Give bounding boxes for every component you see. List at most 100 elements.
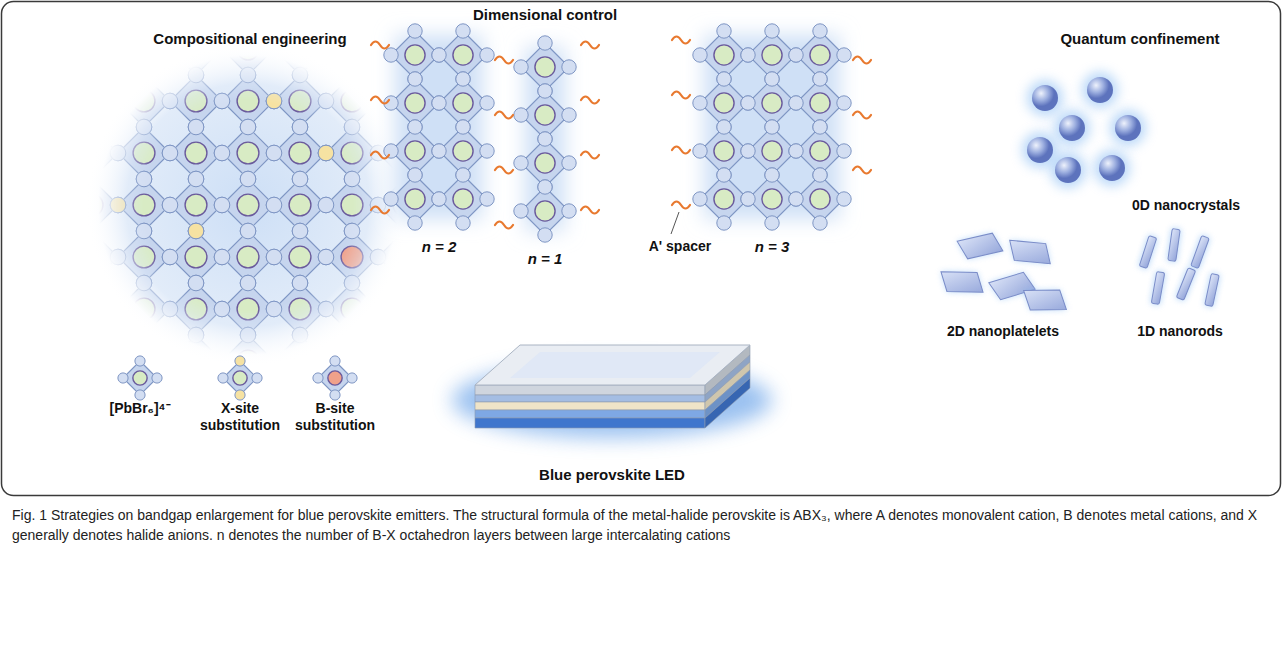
spacer-cation (581, 42, 599, 49)
nanocrystal (1027, 137, 1053, 163)
halide-ion (344, 327, 360, 343)
halide-ion (240, 171, 256, 187)
halide-ion (538, 132, 552, 146)
halide-ion (188, 327, 204, 343)
halide-ion (118, 373, 128, 383)
halide-ion (741, 48, 755, 62)
section-heading: Dimensional control (473, 6, 617, 24)
octahedron (266, 171, 334, 239)
lattice-glow (86, 43, 410, 367)
halide-ion (344, 119, 360, 135)
halide-ion (693, 144, 707, 158)
halide-ion (318, 249, 334, 265)
halide-ion (188, 223, 204, 239)
halide-ion (110, 353, 126, 369)
halide-ion (162, 301, 178, 317)
halide-ion (456, 24, 470, 38)
halide-ion (188, 119, 204, 135)
spacer-cation (371, 207, 389, 214)
octahedron (266, 327, 334, 395)
halide-ion (717, 72, 731, 86)
halide-ion (240, 119, 256, 135)
halide-ion (562, 204, 576, 218)
halide-ion (136, 15, 152, 31)
halide-ion (292, 223, 308, 239)
nanocrystal-glow (1050, 152, 1086, 188)
metal-ion (714, 141, 734, 161)
led-layer-side (705, 378, 750, 428)
metal-ion (393, 350, 415, 372)
halide-ion (432, 144, 446, 158)
halide-ion (538, 228, 552, 242)
octahedron (741, 120, 803, 182)
halide-ion (456, 168, 470, 182)
halide-ion (318, 145, 334, 161)
halide-ion (84, 223, 100, 239)
octahedron (432, 24, 494, 86)
halide-ion (717, 72, 731, 86)
halide-ion (456, 120, 470, 134)
nanocrystal (1059, 115, 1085, 141)
nanorod-body (1168, 229, 1180, 262)
halide-ion (408, 168, 422, 182)
metal-ion (341, 246, 363, 268)
halide-ion (318, 301, 334, 317)
perovskite-lattice (58, 15, 438, 395)
halide-ion (408, 168, 422, 182)
spacer-cation (371, 42, 389, 49)
halide-ion (214, 145, 230, 161)
nanorod (1150, 270, 1166, 305)
halide-ion (538, 180, 552, 194)
halide-ion (240, 171, 256, 187)
octahedron (789, 168, 851, 230)
halide-ion (266, 145, 282, 161)
octahedron (110, 15, 178, 83)
layer-count: n = 3 (755, 238, 790, 256)
halide-ion (84, 15, 100, 31)
spacer-cation (371, 152, 389, 159)
halide-ion (292, 67, 308, 83)
halide-ion (292, 327, 308, 343)
halide-ion (813, 120, 827, 134)
halide-ion (292, 327, 308, 343)
halide-ion (765, 24, 779, 38)
halide-ion (135, 356, 145, 366)
halide-ion (266, 93, 282, 109)
spacer-cation (371, 97, 389, 104)
substituted-halide (266, 93, 282, 109)
nanoplatelet-glow (1022, 287, 1067, 312)
halide-ion (266, 197, 282, 213)
octahedron (218, 356, 262, 400)
halide-ion (58, 197, 74, 213)
nanocrystal (1115, 115, 1141, 141)
nanocrystal-glow (1054, 110, 1090, 146)
nanorod (1167, 227, 1182, 262)
metal-ion (133, 371, 147, 385)
halide-ion (765, 120, 779, 134)
nanorod-glow (1150, 270, 1166, 305)
halide-ion (344, 15, 360, 31)
halide-ion (370, 301, 386, 317)
metal-ion (393, 246, 415, 268)
halide-ion (562, 60, 576, 74)
halide-ion (214, 353, 230, 369)
halide-ion (136, 275, 152, 291)
halide-ion (266, 249, 282, 265)
octahedron (318, 119, 386, 187)
octahedron (110, 119, 178, 187)
halide-ion (235, 390, 245, 400)
halide-ion (813, 24, 827, 38)
nanorod (1138, 234, 1158, 269)
halide-ion (408, 72, 422, 86)
halide-ion (813, 72, 827, 86)
led-layer-front (475, 402, 705, 410)
halide-ion (110, 93, 126, 109)
nanorod (1204, 272, 1221, 307)
halide-ion (110, 145, 126, 161)
halide-ion (344, 327, 360, 343)
halide-ion (266, 353, 282, 369)
metal-ion (81, 194, 103, 216)
halide-ion (292, 171, 308, 187)
metal-ion (133, 246, 155, 268)
halide-ion (162, 93, 178, 109)
